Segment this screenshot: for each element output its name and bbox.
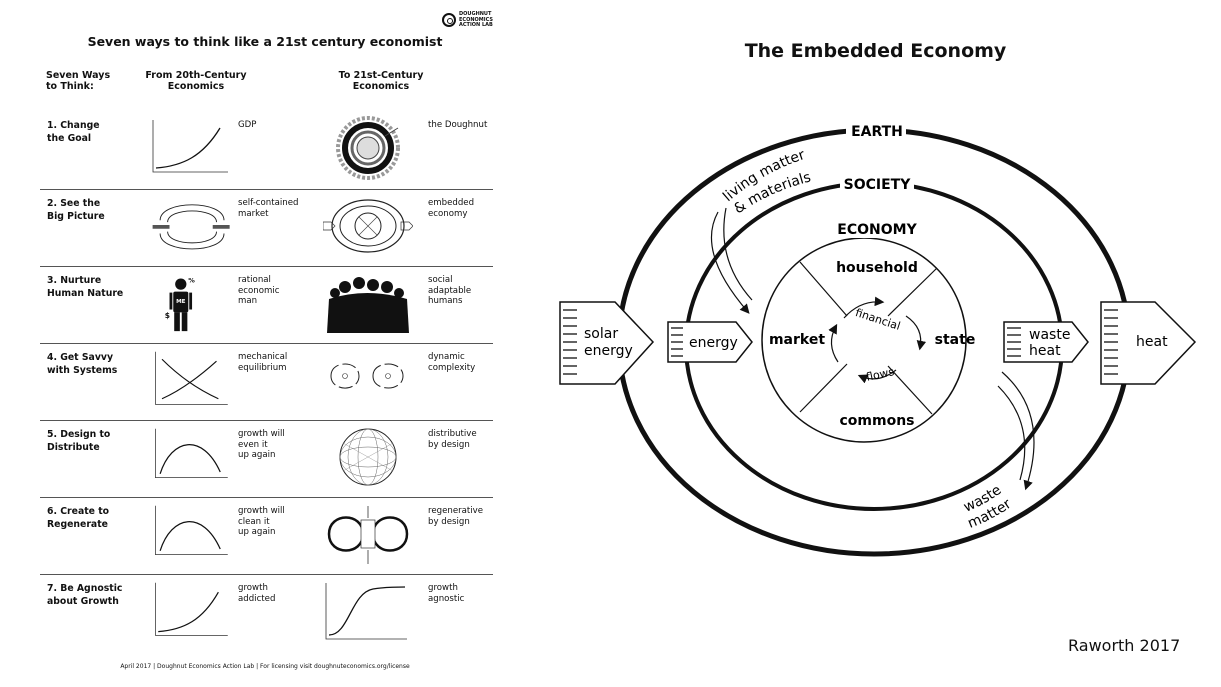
living-matter-arrow xyxy=(710,211,750,314)
environmental-kuznets-graph xyxy=(155,505,228,555)
society-label: SOCIETY xyxy=(844,177,912,193)
row-from: growth will clean it up again xyxy=(238,506,285,537)
svg-text:%: % xyxy=(188,276,195,284)
row-from: growth will even it up again xyxy=(238,429,285,460)
flow-arrow xyxy=(857,369,897,384)
embedded-economy-panel: The Embedded Economy xyxy=(540,0,1221,687)
row-agnostic: 7. Be Agnostic about Growth growth addic… xyxy=(40,574,493,652)
quadrant-line xyxy=(887,365,933,415)
doughnut-icon xyxy=(336,116,400,180)
credit: Raworth 2017 xyxy=(1068,636,1181,655)
column-header-from: From 20th-Century Economics xyxy=(145,70,247,92)
living-matter-arrow xyxy=(723,207,753,301)
market-label: market xyxy=(769,332,825,348)
s-curve-graph xyxy=(325,583,407,640)
regenerative-cycle-icon xyxy=(327,506,409,564)
waste-heat-arrow xyxy=(1003,321,1089,363)
quadrant-line xyxy=(799,261,848,317)
row-human-nature: 3. Nurture Human Nature ME % $ rational … xyxy=(40,266,493,344)
energy-label: energy xyxy=(689,335,738,351)
row-from: growth addicted xyxy=(238,583,276,604)
economy-label: ECONOMY xyxy=(837,222,917,238)
quadrant-line xyxy=(799,363,848,413)
solar-hatch xyxy=(563,309,577,375)
row-label: 7. Be Agnostic about Growth xyxy=(47,583,123,607)
circular-flow-icon xyxy=(152,204,230,250)
row-to: embedded economy xyxy=(428,198,475,219)
heat-label: heat xyxy=(1136,334,1168,350)
poster-panel: DOUGHNUT ECONOMICS ACTION LAB Seven ways… xyxy=(0,0,510,687)
poster-footer: April 2017 | Doughnut Economics Action L… xyxy=(120,663,410,670)
row-from: mechanical equilibrium xyxy=(238,352,288,373)
row-label: 1. Change the Goal xyxy=(47,120,100,144)
diagram-title: The Embedded Economy xyxy=(744,40,1007,62)
svg-text:$: $ xyxy=(165,311,170,320)
row-to: social adaptable humans xyxy=(428,275,472,306)
row-big-picture: 2. See the Big Picture self-contained ma… xyxy=(40,189,493,267)
row-to: growth agnostic xyxy=(428,583,465,604)
row-systems: 4. Get Savvy with Systems mechanical equ… xyxy=(40,343,493,421)
embedded-economy-diagram: EARTH SOCIETY ECONOMY household market s… xyxy=(559,120,1197,557)
waste-matter-arrow xyxy=(1001,371,1035,491)
exponential-growth-graph xyxy=(155,582,228,636)
solar-label-2: energy xyxy=(584,343,633,359)
row-label: 5. Design to Distribute xyxy=(47,429,111,453)
column-header-to: To 21st-Century Economics xyxy=(338,70,424,92)
commons-label: commons xyxy=(839,413,914,429)
row-label: 2. See the Big Picture xyxy=(47,198,105,222)
svg-text:ME: ME xyxy=(176,299,186,305)
row-from: rational economic man xyxy=(238,275,280,306)
heat-hatch xyxy=(1104,309,1118,375)
supply-demand-graph xyxy=(155,351,228,405)
row-change-goal: 1. Change the Goal GDP the Doughnut xyxy=(40,112,493,189)
crowd-icon xyxy=(327,277,409,333)
energy-arrow xyxy=(667,321,753,363)
waste-heat-label-1: waste xyxy=(1029,327,1070,343)
column-header-ways: Seven Ways to Think: xyxy=(46,70,111,92)
poster-title: Seven ways to think like a 21st century … xyxy=(87,34,443,49)
earth-label: EARTH xyxy=(851,124,903,140)
logo: DOUGHNUT ECONOMICS ACTION LAB xyxy=(442,11,495,29)
row-from: GDP xyxy=(238,120,257,130)
state-label: state xyxy=(935,332,976,348)
row-to: the Doughnut xyxy=(428,120,488,130)
row-label: 3. Nurture Human Nature xyxy=(47,275,124,299)
flow-arrow xyxy=(905,315,927,351)
flow-arrow xyxy=(843,296,885,319)
network-sphere-icon xyxy=(339,428,397,486)
flows-label: flows xyxy=(865,365,896,384)
embedded-economy-mini-icon xyxy=(323,199,413,253)
row-distribute: 5. Design to Distribute growth will even… xyxy=(40,420,493,498)
row-to: regenerative by design xyxy=(428,506,484,527)
doughnut-logo-icon xyxy=(442,13,456,28)
solar-label-1: solar xyxy=(584,326,618,342)
rational-economic-man-icon: ME % $ xyxy=(165,276,195,332)
row-from: self-contained market xyxy=(238,198,299,219)
gdp-growth-graph xyxy=(152,120,228,173)
waste-matter-arrow xyxy=(997,385,1026,481)
kuznets-curve-graph xyxy=(155,428,228,478)
row-label: 4. Get Savvy with Systems xyxy=(47,352,118,376)
quadrant-line xyxy=(887,267,938,317)
row-to: dynamic complexity xyxy=(428,352,476,373)
waste-heat-label-2: heat xyxy=(1029,343,1061,359)
logo-text: DOUGHNUT ECONOMICS ACTION LAB xyxy=(459,11,493,28)
row-to: distributive by design xyxy=(428,429,477,450)
solar-energy-arrow xyxy=(559,301,655,385)
heat-arrow xyxy=(1100,301,1197,385)
energy-hatch xyxy=(671,327,683,357)
row-label: 6. Create to Regenerate xyxy=(47,506,110,530)
flow-arrow xyxy=(828,323,839,363)
household-label: household xyxy=(836,260,918,276)
row-regenerate: 6. Create to Regenerate growth will clea… xyxy=(40,497,493,575)
feedback-loops-icon xyxy=(330,363,404,389)
waste-heat-hatch xyxy=(1007,327,1021,357)
